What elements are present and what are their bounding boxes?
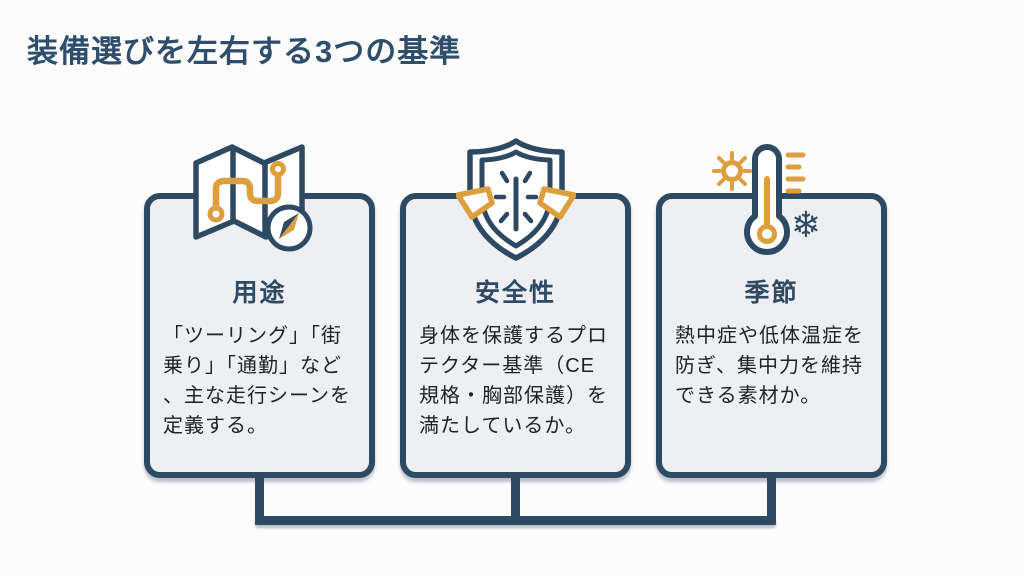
body-line: できる素材か。	[675, 385, 822, 407]
card-body-usage: 「ツーリング」「街 乗り」「通勤」など 、主な走行シーンを 定義する。	[150, 321, 369, 441]
card-body-safety: 身体を保護するプロ テクター基準（CE 規格・胸部保護）を 満たしているか。	[406, 321, 625, 441]
body-line: 定義する。	[163, 415, 268, 437]
card-heading-safety: 安全性	[474, 279, 556, 307]
body-line: 防ぎ、集中力を維持	[675, 355, 863, 377]
body-line: 乗り」「通勤」など	[163, 355, 342, 377]
connector-stub-season	[767, 472, 776, 525]
body-line: 熱中症や低体温症を	[675, 325, 864, 347]
body-line: テクター基準（CE	[419, 355, 595, 377]
sun-icon	[720, 160, 743, 182]
shield-protector-icon	[455, 138, 576, 261]
card-season: ❄ 季節 熱中症や低体温症を 防ぎ、集中力を維持 できる素材か。	[656, 144, 887, 478]
scale-ticks-icon	[785, 152, 805, 194]
card-heading-usage: 用途	[232, 279, 287, 307]
card-heading-season: 季節	[744, 279, 799, 307]
body-line: 規格・胸部保護）を	[419, 385, 608, 407]
body-line: 「ツーリング」「街	[163, 325, 342, 347]
connector-horizontal-bar	[255, 516, 776, 525]
thermometer-sun-snowflake-icon: ❄	[711, 144, 821, 255]
body-line: 満たしているか。	[419, 415, 586, 437]
connector-stub-usage	[255, 472, 264, 525]
body-line: 、主な走行シーンを	[163, 385, 351, 407]
body-line: 身体を保護するプロ	[419, 325, 608, 347]
card-usage: 用途 「ツーリング」「街 乗り」「通勤」など 、主な走行シーンを 定義する。	[144, 144, 375, 478]
card-safety: 安全性 身体を保護するプロ テクター基準（CE 規格・胸部保護）を 満たしている…	[400, 138, 631, 478]
map-route-compass-icon	[192, 144, 312, 252]
card-body-season: 熱中症や低体温症を 防ぎ、集中力を維持 できる素材か。	[662, 321, 881, 411]
page-title: 装備選びを左右する3つの基準	[27, 34, 462, 69]
connector-stub-safety	[511, 472, 520, 525]
snowflake-icon: ❄	[790, 205, 820, 246]
